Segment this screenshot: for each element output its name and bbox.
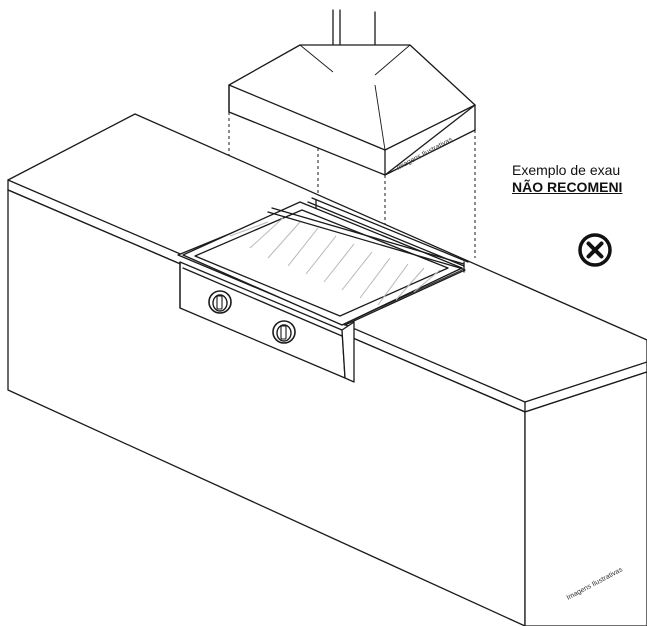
not-recommended-x-circle-icon [578, 233, 612, 267]
grill-knob-left [208, 290, 232, 314]
grill-grate [229, 217, 441, 306]
caption-line-2: NÃO RECOMENI [512, 179, 623, 195]
caption-line-1: Exemplo de exau [512, 162, 621, 178]
grill-knob-right [272, 320, 296, 344]
caption: Exemplo de exau NÃO RECOMENI [512, 162, 647, 196]
grill-rails [267, 197, 469, 273]
exhaust-hood: Imagens Ilustrativas [228, 44, 476, 176]
